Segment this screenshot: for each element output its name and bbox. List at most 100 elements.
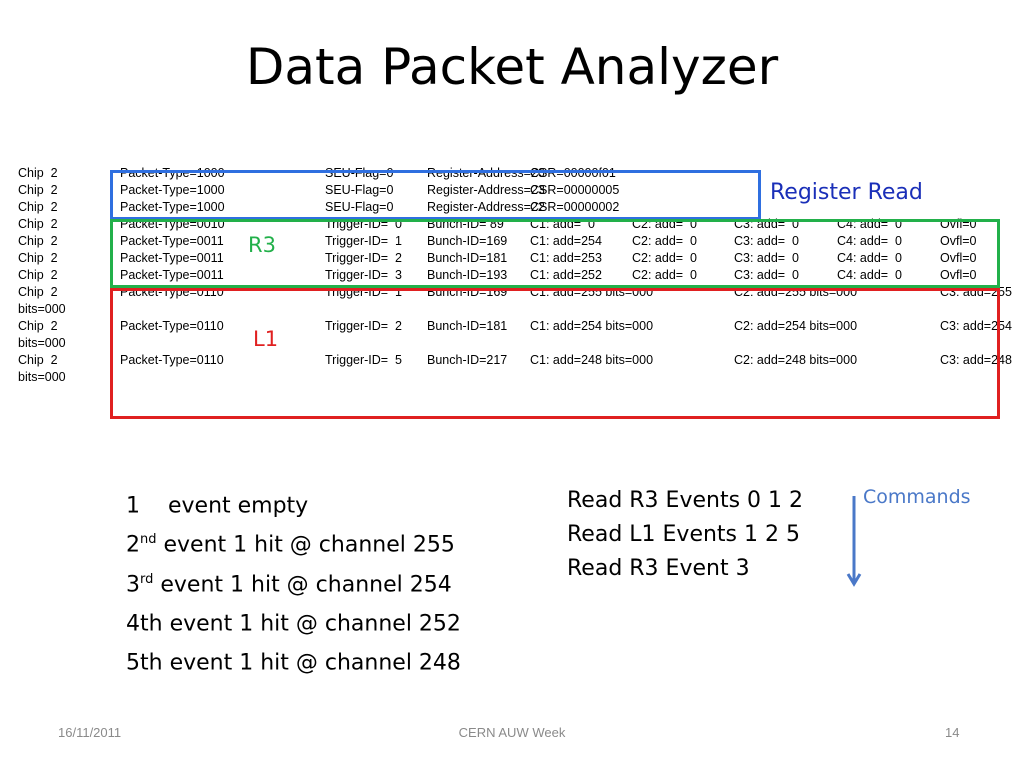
log-cell: C2: add=254 bits=000 [734, 319, 858, 333]
events-list: 1 event empty 2nd event 1 hit @ channel … [126, 484, 461, 681]
slide-title: Data Packet Analyzer [245, 38, 779, 96]
event-item: 4th event 1 hit @ channel 252 [126, 602, 461, 641]
log-cell: CSR=00000002 [530, 200, 620, 214]
command-item: Read L1 Events 1 2 5 [567, 522, 800, 547]
log-cell: Bunch-ID=181 [427, 319, 508, 333]
log-cell: Trigger-ID= 5 [325, 353, 402, 367]
event-text: event 1 hit @ channel 255 [156, 532, 455, 558]
event-item: 1 event empty [126, 484, 461, 523]
log-cell: Bunch-ID=217 [427, 353, 508, 367]
footer-page-number: 14 [945, 725, 960, 740]
log-cell: Packet-Type=0110 [120, 353, 224, 367]
commands-list: Read R3 Events 0 1 2 Read L1 Events 1 2 … [567, 484, 803, 586]
r3-box [110, 219, 1000, 288]
event-text: event 1 hit @ channel 248 [162, 650, 461, 676]
log-cell: Chip 2 [18, 166, 58, 180]
log-cell: Trigger-ID= 3 [325, 268, 402, 282]
log-cell: C3: add= 0 [734, 251, 799, 265]
command-item: Read R3 Events 0 1 2 [567, 488, 804, 513]
log-cell: bits=000 [18, 370, 66, 384]
log-cell: Bunch-ID=181 [427, 251, 508, 265]
event-item: 2nd event 1 hit @ channel 255 [126, 523, 461, 562]
log-row: bits=000 [0, 301, 1024, 318]
log-cell: Ovfl=0 [940, 268, 977, 282]
log-cell: C4: add= 0 [837, 268, 902, 282]
event-item: 5th event 1 hit @ channel 248 [126, 641, 461, 680]
log-cell: C2: add= 0 [632, 234, 697, 248]
log-cell: Bunch-ID=169 [427, 234, 508, 248]
log-cell: C4: add= 0 [837, 234, 902, 248]
log-row: Chip 2 Packet-Type=0110 Trigger-ID= 2 Bunch… [0, 318, 1024, 335]
log-cell: Packet-Type=0011 [120, 251, 224, 265]
log-cell: Trigger-ID= 2 [325, 319, 402, 333]
log-cell: C3: add= 0 [734, 268, 799, 282]
log-row: bits=000 [0, 369, 1024, 386]
footer-event-name: CERN AUW Week [458, 725, 566, 740]
log-cell: Chip 2 [18, 353, 58, 367]
event-item: 3rd event 1 hit @ channel 254 [126, 563, 461, 602]
event-text: event 1 hit @ channel 254 [153, 571, 452, 597]
log-cell: Packet-Type=1000 [120, 200, 225, 214]
event-prefix: 2 [126, 532, 140, 558]
event-text: event 1 hit @ channel 252 [162, 611, 461, 637]
event-ordinal-suffix: rd [140, 571, 154, 587]
commands-label: Commands [863, 486, 971, 508]
log-cell: Packet-Type=0011 [120, 268, 224, 282]
register-read-label: Register Read [770, 180, 923, 205]
l1-label: L1 [253, 327, 279, 351]
log-cell: Ovfl=0 [940, 251, 977, 265]
log-cell: CSR=00000005 [530, 183, 620, 197]
log-cell: SEU-Flag=0 [325, 183, 394, 197]
log-cell: Register-Address=23 [427, 183, 545, 197]
log-row: Chip 2 Packet-Type=0011 Trigger-ID= 3 Bunch… [0, 267, 1024, 284]
log-cell: C2: add= 0 [632, 268, 697, 282]
log-cell: Chip 2 [18, 268, 58, 282]
log-cell: Ovfl=0 [940, 234, 977, 248]
log-cell: C1: add=248 bits=000 [530, 353, 654, 367]
log-row: Chip 2 Packet-Type=1000 SEU-Flag=0 Register… [0, 165, 1024, 182]
log-cell: Bunch-ID=193 [427, 268, 508, 282]
down-arrow-icon [846, 496, 862, 587]
footer-date: 16/11/2011 [58, 725, 122, 740]
log-cell: CSR=00000f01 [530, 166, 616, 180]
log-cell: Chip 2 [18, 319, 58, 333]
log-cell: C4: add= 0 [837, 251, 902, 265]
event-prefix: 5th [126, 650, 163, 676]
log-cell: SEU-Flag=0 [325, 200, 394, 214]
log-cell: SEU-Flag=0 [325, 166, 394, 180]
log-cell: C1: add=254 [530, 234, 602, 248]
log-row: bits=000 [0, 335, 1024, 352]
event-prefix: 4th [126, 611, 163, 637]
log-cell: Register-Address=20 [427, 166, 545, 180]
log-cell: C1: add=252 [530, 268, 602, 282]
log-cell: Chip 2 [18, 251, 58, 265]
command-item: Read R3 Event 3 [567, 556, 750, 581]
log-cell: Trigger-ID= 1 [325, 234, 402, 248]
log-cell: Packet-Type=0011 [120, 234, 224, 248]
log-cell: Packet-Type=0110 [120, 319, 224, 333]
log-cell: C2: add= 0 [632, 251, 697, 265]
log-cell: Chip 2 [18, 285, 58, 299]
register-read-box [110, 170, 761, 220]
log-cell: C1: add=254 bits=000 [530, 319, 654, 333]
log-row: Chip 2 Packet-Type=1000 SEU-Flag=0 Register… [0, 182, 1024, 199]
event-ordinal-suffix: nd [140, 532, 157, 548]
l1-box [110, 288, 1000, 419]
log-cell: Trigger-ID= 2 [325, 251, 402, 265]
event-prefix: 3 [126, 571, 140, 597]
log-cell: C3: add= 0 [734, 234, 799, 248]
log-cell: Packet-Type=1000 [120, 183, 225, 197]
r3-label: R3 [248, 233, 276, 257]
log-cell: C2: add=248 bits=000 [734, 353, 858, 367]
log-cell: Chip 2 [18, 183, 58, 197]
log-cell: bits=000 [18, 302, 66, 316]
event-prefix: 1 [126, 493, 140, 519]
log-cell: Packet-Type=1000 [120, 166, 225, 180]
log-cell: Chip 2 [18, 234, 58, 248]
log-cell: bits=000 [18, 336, 66, 350]
event-text: event empty [140, 493, 309, 519]
log-row: Chip 2 Packet-Type=0011 Trigger-ID= 1 Bunch… [0, 233, 1024, 250]
log-row: Chip 2 Packet-Type=0011 Trigger-ID= 2 Bunch… [0, 250, 1024, 267]
log-cell: Chip 2 [18, 217, 58, 231]
